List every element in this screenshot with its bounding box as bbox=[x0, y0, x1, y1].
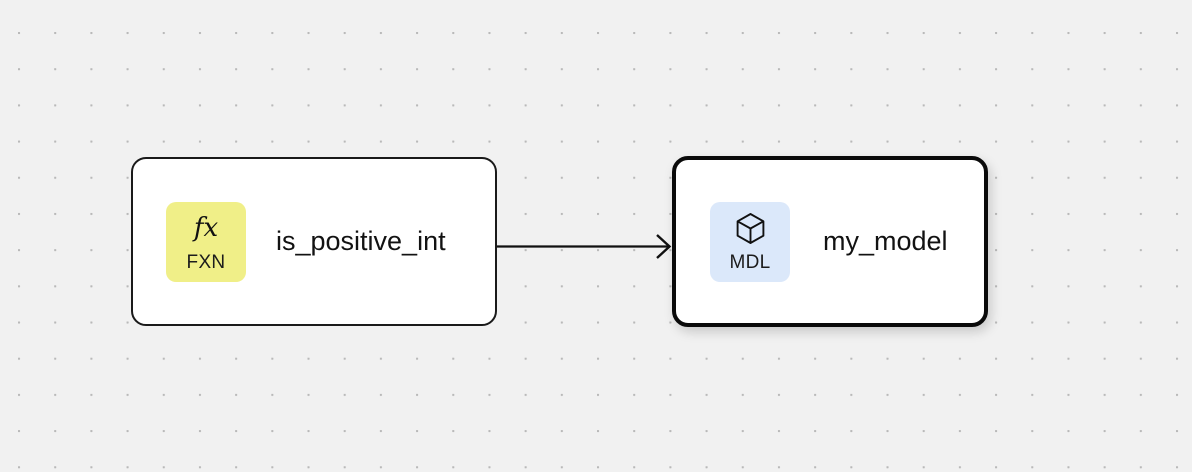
node-title: is_positive_int bbox=[276, 226, 446, 256]
edge-arrowhead-icon bbox=[656, 234, 672, 259]
node-type-label: FXN bbox=[186, 251, 226, 273]
cube-icon-svg bbox=[736, 213, 764, 244]
node-type-badge-mdl: MDL bbox=[710, 201, 790, 282]
node-is-positive-int[interactable]: fx FXN is_positive_int bbox=[131, 157, 497, 326]
node-my-model[interactable]: MDL my_model bbox=[672, 156, 988, 327]
cube-icon bbox=[735, 212, 766, 246]
node-type-label: MDL bbox=[729, 251, 771, 273]
node-type-badge-fxn: fx FXN bbox=[166, 201, 246, 282]
node-title: my_model bbox=[823, 226, 948, 256]
edge-fxn-to-mdl[interactable] bbox=[497, 234, 672, 259]
function-fx-icon: fx bbox=[193, 212, 219, 243]
